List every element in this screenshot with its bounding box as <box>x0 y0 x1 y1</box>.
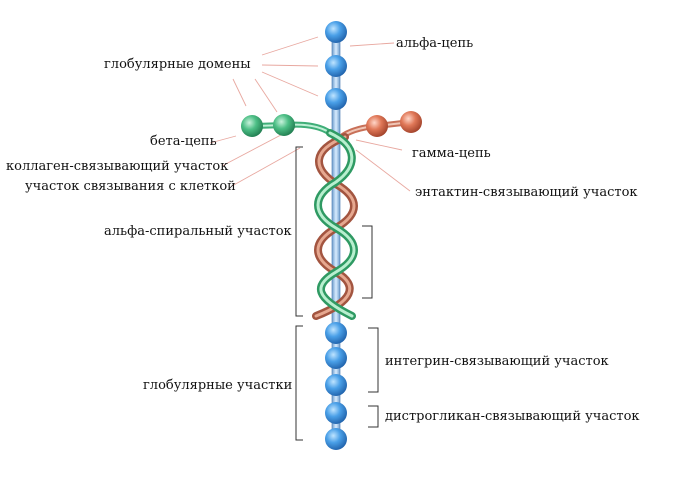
leader-domain-3 <box>261 71 319 97</box>
leader-domain-4 <box>232 78 247 107</box>
leader-domain-2 <box>261 64 319 67</box>
label-entactin-site: энтактин-связывающий участок <box>415 185 638 200</box>
leader-cell <box>231 147 301 187</box>
label-globular-domains: глобулярные домены <box>104 57 251 72</box>
alpha-domain <box>325 55 347 77</box>
leader-beta <box>209 135 237 144</box>
leader-gamma <box>355 139 403 151</box>
gamma-domain <box>400 111 422 133</box>
gamma-domain <box>366 115 388 137</box>
label-integrin-site: интегрин-связывающий участок <box>385 354 609 369</box>
alpha-top-domains <box>325 21 347 110</box>
alpha-domain <box>325 322 347 344</box>
bracket-globular-regions <box>295 325 303 441</box>
brackets <box>295 146 379 441</box>
bracket-dystroglycan <box>368 405 379 428</box>
label-beta-chain: бета-цепь <box>150 134 217 149</box>
beta-domains <box>241 114 295 137</box>
label-collagen-site: коллаген-связывающий участок <box>6 159 229 174</box>
beta-domain <box>273 114 295 136</box>
label-dystroglycan-site: дистрогликан-связывающий участок <box>385 409 640 424</box>
label-globular-regions: глобулярные участки <box>143 378 293 393</box>
alpha-domain <box>325 21 347 43</box>
label-gamma-chain: гамма-цепь <box>412 146 491 161</box>
leader-entactin <box>355 149 411 192</box>
alpha-domain <box>325 374 347 396</box>
beta-domain <box>241 115 263 137</box>
label-alpha-chain: альфа-цепь <box>396 36 474 51</box>
bracket-alpha-helical <box>295 146 303 317</box>
bracket-integrin <box>368 327 379 393</box>
alpha-domain <box>325 402 347 424</box>
alpha-domain <box>325 347 347 369</box>
label-cell-site: участок связывания с клеткой <box>25 179 236 194</box>
gamma-domains <box>366 111 422 137</box>
alpha-domain <box>325 428 347 450</box>
bracket-entactin-helix <box>362 225 373 299</box>
alpha-domain <box>325 88 347 110</box>
beta-helix-strand <box>314 129 358 320</box>
alpha-bottom-domains <box>325 322 347 450</box>
leader-domain-5 <box>254 78 278 113</box>
label-alpha-helical: альфа-спиральный участок <box>104 224 292 239</box>
leader-alpha <box>349 42 395 47</box>
leader-domain-1 <box>261 36 319 56</box>
